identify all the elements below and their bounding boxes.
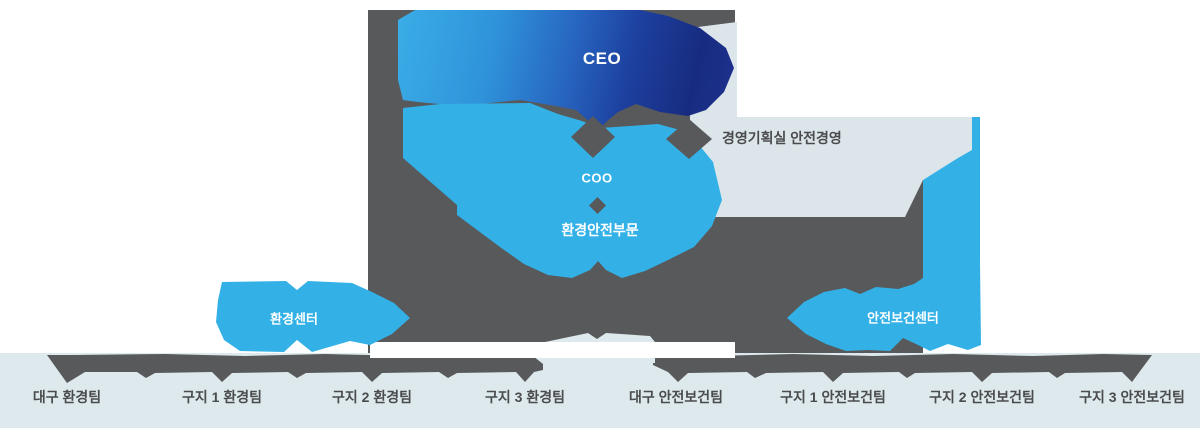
coo-label: COO [581, 170, 613, 186]
team-label-guji2-env: 구지 2 환경팀 [332, 389, 412, 405]
divider-bar [370, 342, 735, 358]
team-label-guji1-env: 구지 1 환경팀 [182, 389, 262, 405]
team-label-guji3-safety: 구지 3 안전보건팀 [1079, 389, 1185, 405]
safety-center-label: 안전보건센터 [867, 310, 939, 326]
division-label: 환경안전부문 [561, 222, 639, 238]
connector-diamond-division-icon [589, 197, 606, 214]
env-center-label: 환경센터 [270, 311, 318, 327]
team-label-daegu-env: 대구 환경팀 [32, 389, 102, 405]
team-label-guji2-safety: 구지 2 안전보건팀 [929, 389, 1035, 405]
staff-office-label: 경영기획실 안전경영 [722, 130, 842, 146]
team-label-guji1-safety: 구지 1 안전보건팀 [780, 389, 886, 405]
ceo-label: CEO [582, 49, 622, 68]
team-label-guji3-env: 구지 3 환경팀 [485, 389, 565, 405]
team-label-daegu-safety: 대구 안전보건팀 [628, 389, 724, 405]
